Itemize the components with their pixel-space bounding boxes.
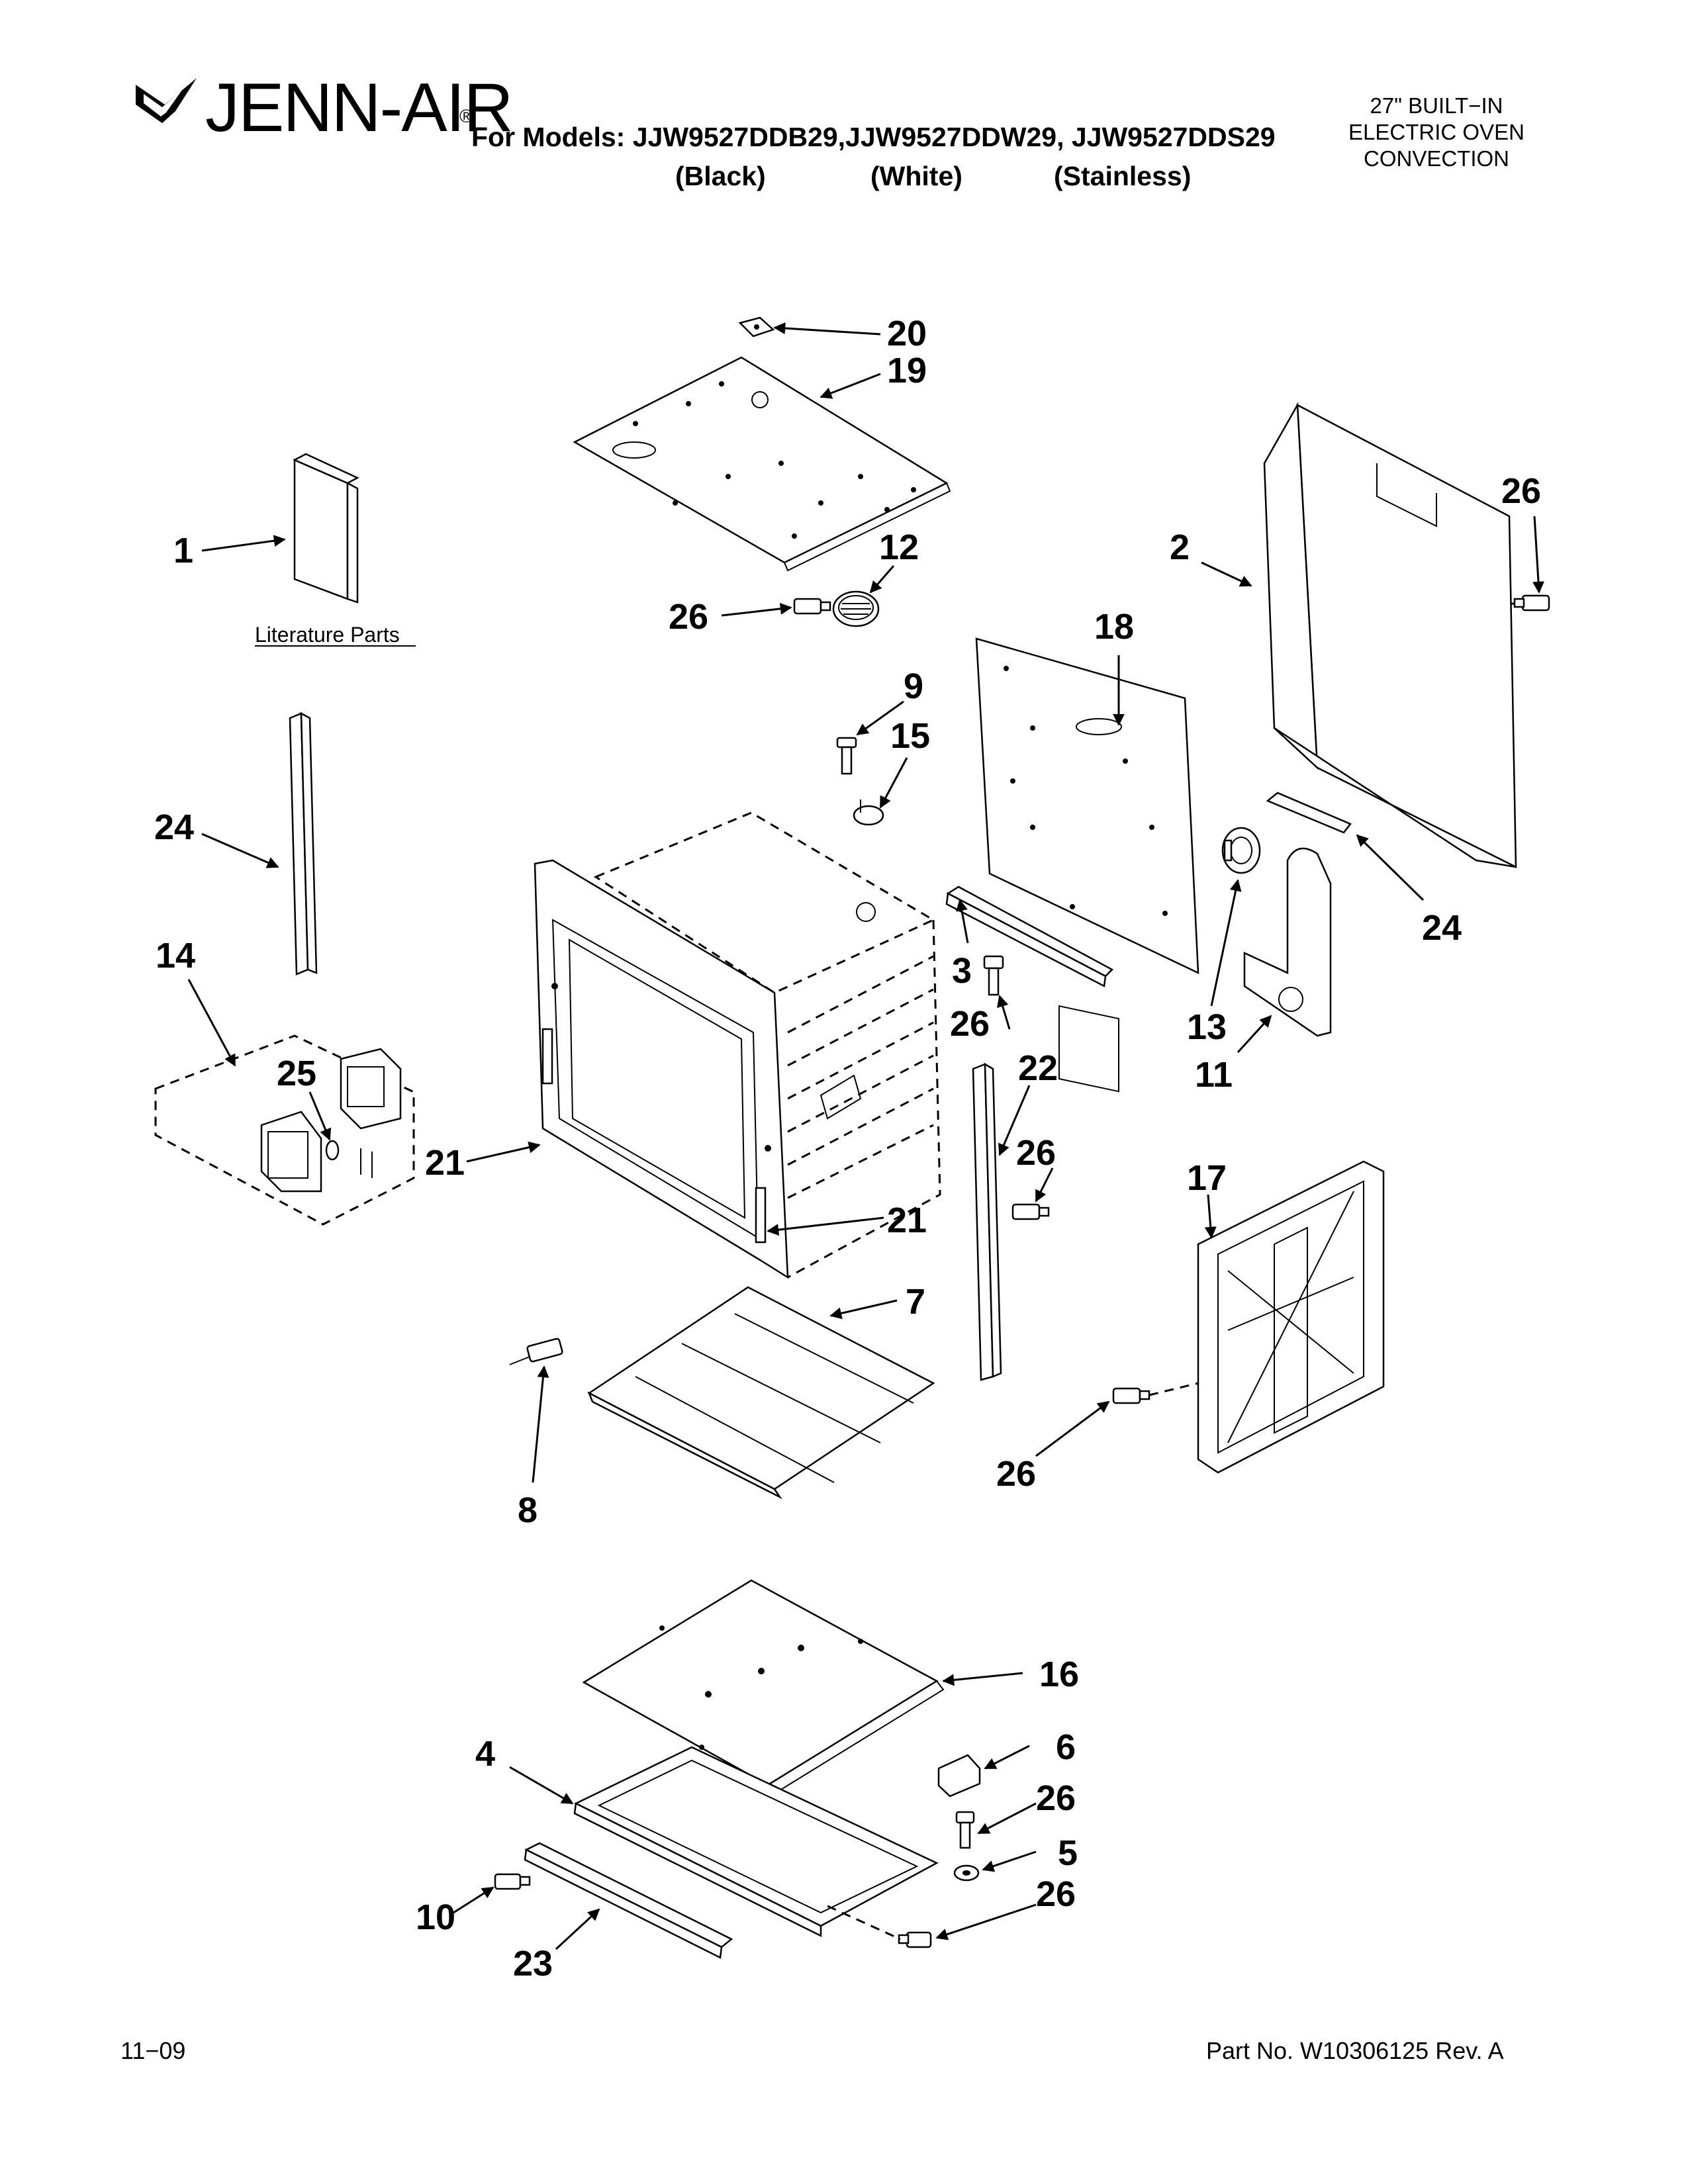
callout-17: 17 <box>1187 1158 1227 1198</box>
screw-26-top <box>793 598 831 615</box>
part-number: Part No. W10306125 Rev. A <box>1206 2037 1504 2064</box>
callout-21-left: 21 <box>425 1143 465 1183</box>
part-3-bracket <box>945 886 1114 987</box>
part-16-bottom-panel <box>582 1579 945 1795</box>
revision-date: 11−09 <box>120 2037 186 2064</box>
callout-21-right: 21 <box>887 1201 927 1240</box>
spec-line-2: ELECTRIC OVEN <box>1348 120 1524 144</box>
callout-1: 1 <box>173 531 193 570</box>
callout-15: 15 <box>890 716 930 756</box>
jenn-air-logo-icon <box>136 78 197 123</box>
callout-23: 23 <box>513 1944 553 1983</box>
callout-4: 4 <box>475 1734 495 1774</box>
part-18-rear-panel <box>975 637 1199 1093</box>
callout-25: 25 <box>277 1054 316 1093</box>
callout-3: 3 <box>952 951 972 991</box>
brand-name: JENN-AIR <box>205 69 514 146</box>
callout-labels: 20 19 26 1 12 26 2 18 9 15 24 24 3 26 13… <box>154 314 1541 1983</box>
callout-14: 14 <box>156 936 195 976</box>
part-6-bracket <box>937 1754 981 1797</box>
part-10-screw <box>494 1873 531 1890</box>
callout-5: 5 <box>1058 1833 1078 1873</box>
part-19-top-panel <box>573 356 951 572</box>
callout-26-top: 26 <box>669 597 708 637</box>
callout-24-right: 24 <box>1422 908 1462 948</box>
part-23-rail <box>524 1842 733 1959</box>
part-12-vent <box>832 590 880 627</box>
callout-26-bottom-right: 26 <box>1036 1874 1076 1914</box>
models-line: For Models: JJW9527DDB29,JJW9527DDW29, J… <box>471 122 1276 152</box>
screw-26-bottom <box>955 1811 975 1849</box>
callout-12: 12 <box>879 527 919 567</box>
screw-26-mid <box>983 955 1004 996</box>
callout-10: 10 <box>416 1897 455 1937</box>
literature-parts-label: Literature Parts <box>255 623 400 647</box>
callout-20: 20 <box>887 314 927 353</box>
screw-26-bottom-right <box>827 1905 932 1948</box>
color-stainless: (Stainless) <box>1054 161 1192 191</box>
part-13-thermal-switch <box>1221 827 1261 874</box>
part-8-switch <box>509 1338 563 1365</box>
callout-26-mid: 26 <box>950 1004 990 1044</box>
callout-13: 13 <box>1187 1007 1227 1047</box>
callout-26-bottom: 26 <box>1036 1778 1076 1818</box>
color-white: (White) <box>870 161 962 191</box>
part-24-trim-left <box>289 711 318 976</box>
screw-26-side <box>1112 1382 1199 1404</box>
callout-19: 19 <box>887 351 927 390</box>
part-20-plate <box>738 316 775 338</box>
callout-16: 16 <box>1039 1655 1079 1694</box>
screw-26-right <box>1011 1203 1050 1220</box>
color-black: (Black) <box>675 161 766 191</box>
callout-26-right: 26 <box>1016 1133 1056 1173</box>
part-22-trim <box>972 1062 1002 1381</box>
callout-8: 8 <box>518 1490 538 1530</box>
callout-26-side: 26 <box>996 1454 1036 1494</box>
part-4-base-frame <box>573 1746 939 1938</box>
registered-mark: ® <box>459 106 473 126</box>
callout-24-left: 24 <box>154 807 194 847</box>
callout-18: 18 <box>1094 607 1134 647</box>
part-15-clip <box>853 799 884 826</box>
part-21-front-frame <box>534 859 789 1279</box>
leader-lines <box>187 322 1544 1950</box>
part-9-screw <box>836 737 857 775</box>
part-5-washer <box>953 1864 980 1882</box>
part-1-literature <box>293 453 359 604</box>
callout-9: 9 <box>904 666 923 706</box>
callout-11: 11 <box>1195 1055 1233 1095</box>
part-11-duct <box>1243 847 1332 1037</box>
callout-7: 7 <box>906 1282 925 1322</box>
callout-22: 22 <box>1018 1048 1058 1088</box>
spec-line-1: 27" BUILT−IN <box>1370 93 1503 118</box>
callout-2: 2 <box>1170 527 1190 567</box>
part-24-bracket-right <box>1266 792 1352 834</box>
part-17-frame <box>1197 1160 1385 1474</box>
part-14-kit <box>154 1034 415 1226</box>
oven-cavity <box>593 811 941 1279</box>
part-2-rear-cover <box>1263 402 1517 869</box>
part-7-bottom-tray <box>587 1286 935 1500</box>
callout-6: 6 <box>1056 1727 1076 1767</box>
callout-26-rear: 26 <box>1501 471 1541 511</box>
spec-line-3: CONVECTION <box>1363 146 1509 171</box>
